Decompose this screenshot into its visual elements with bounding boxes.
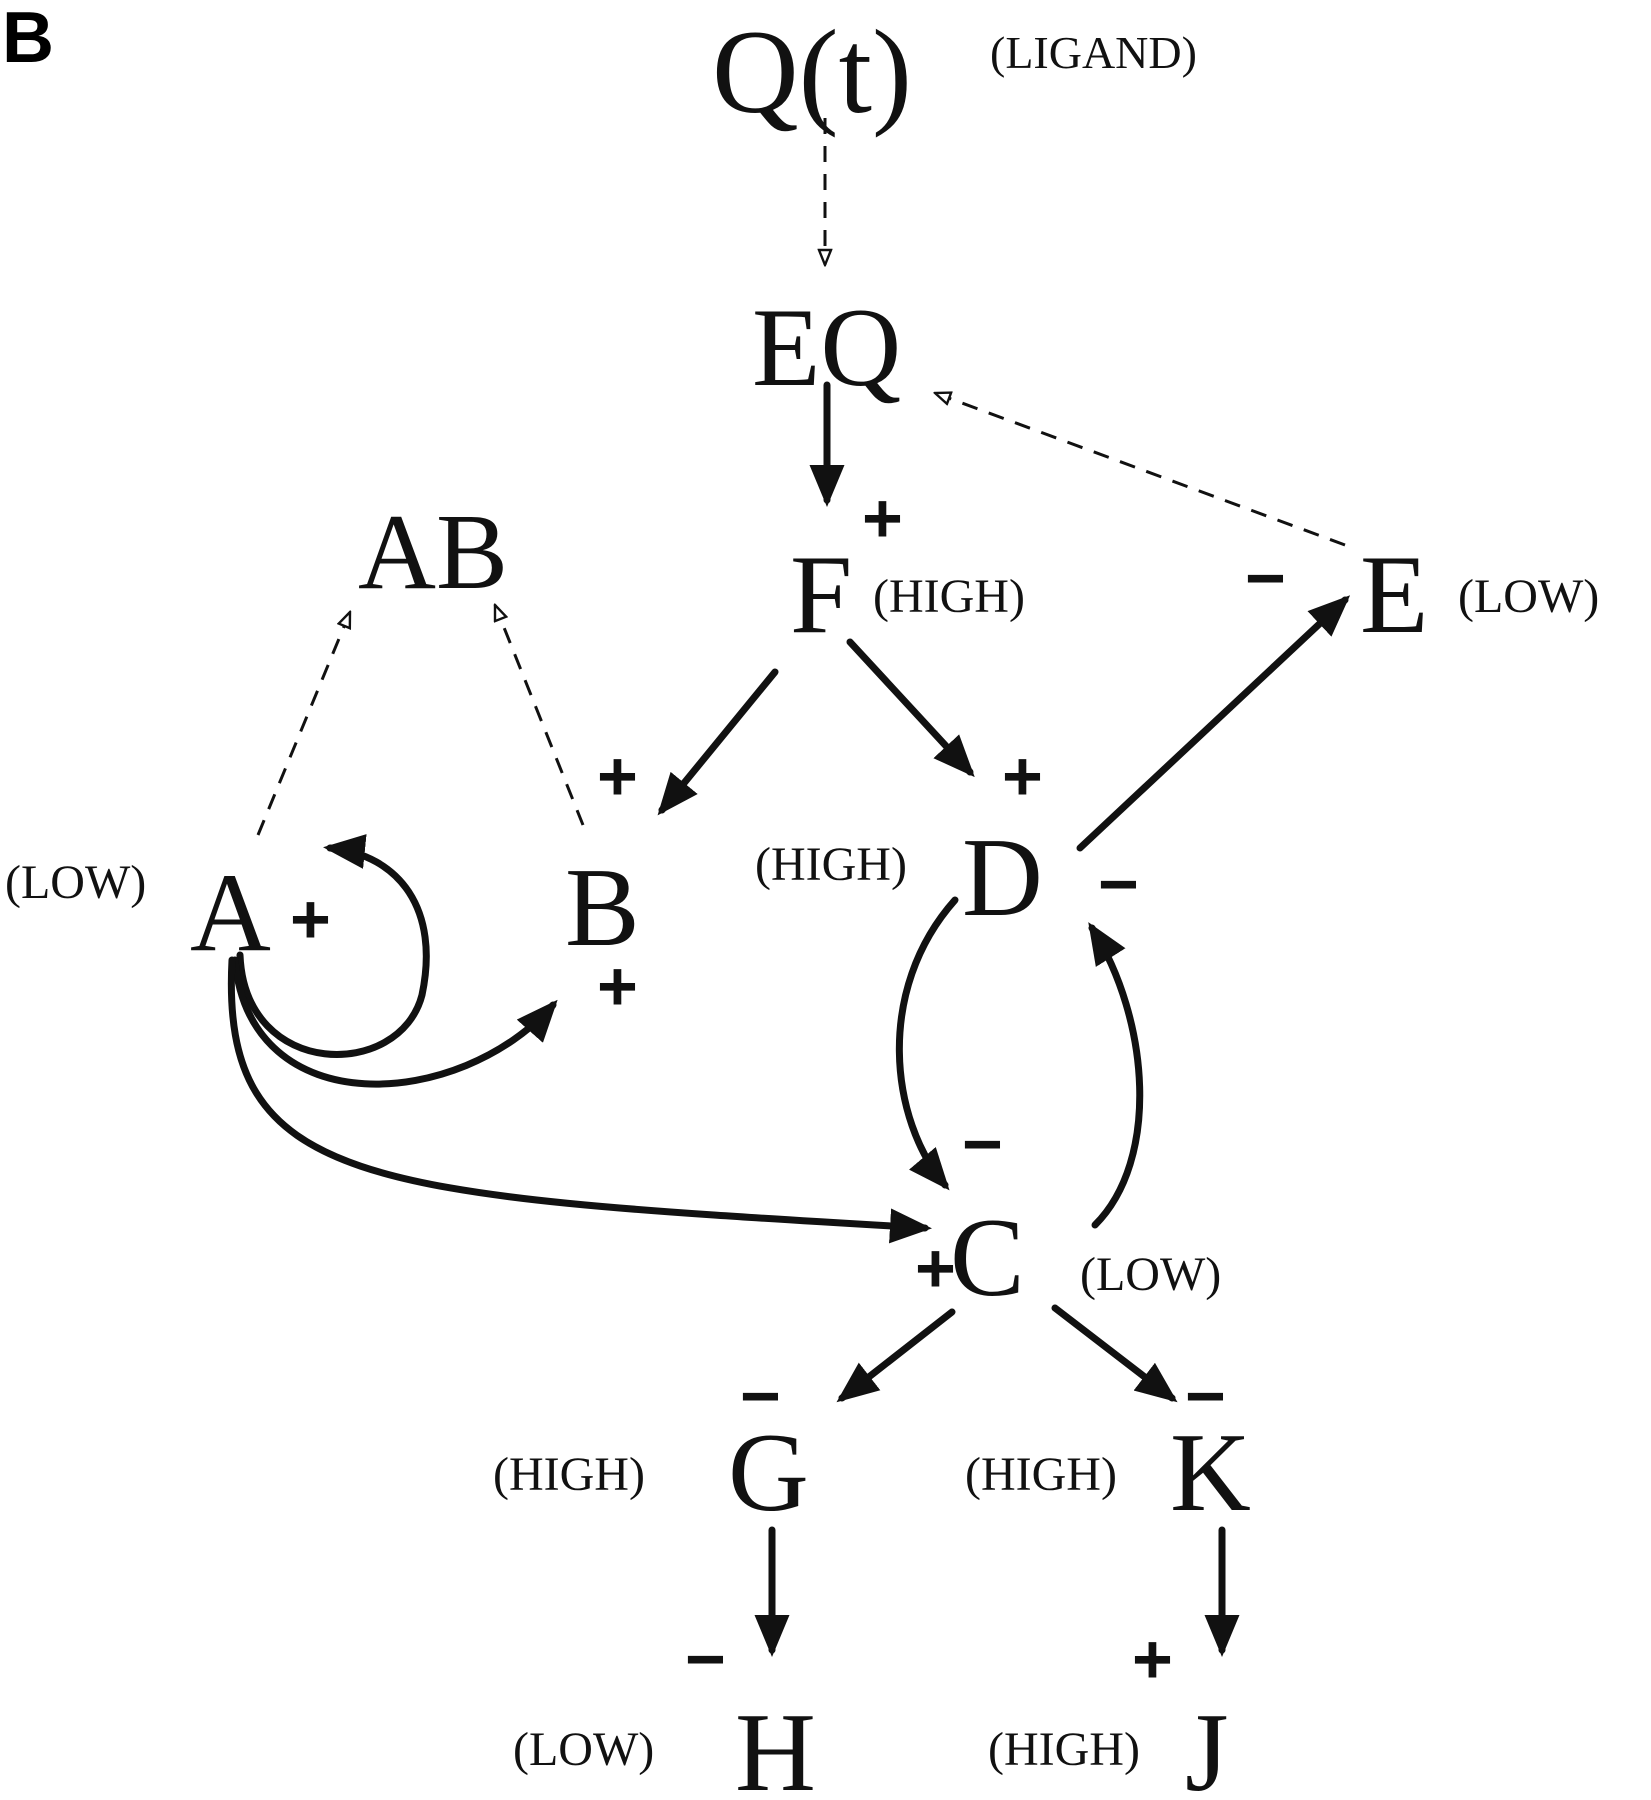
edge-f-to-b	[657, 668, 779, 816]
node-k-level: (HIGH)	[965, 1448, 1117, 1501]
node-q-label: Q(t)	[712, 5, 912, 138]
node-c-sign-left: +	[915, 1229, 956, 1307]
node-g-sign: −	[740, 1357, 781, 1435]
node-d-sign-top: +	[1002, 737, 1043, 815]
node-ab: AB	[358, 493, 508, 612]
node-c: − + C (LOW)	[915, 1105, 1221, 1320]
edges	[227, 118, 1351, 1657]
node-d-level: (HIGH)	[755, 838, 907, 891]
node-b-sign-bottom: +	[597, 947, 638, 1025]
edge-a-self-loop	[236, 834, 430, 1058]
node-e-sign: −	[1245, 539, 1286, 617]
edge-c-to-k	[1051, 1304, 1178, 1403]
node-k: (HIGH) − K	[965, 1357, 1251, 1535]
node-f-level: (HIGH)	[873, 570, 1025, 623]
edge-b-to-ab	[493, 605, 585, 826]
node-k-sign: −	[1185, 1357, 1226, 1435]
node-a-sign: +	[290, 880, 331, 958]
node-eq-label: EQ	[752, 286, 901, 410]
edge-a-to-c	[227, 956, 932, 1244]
node-e-label: E	[1360, 533, 1428, 657]
edge-c-to-g	[836, 1308, 956, 1403]
node-f-label: F	[790, 533, 852, 657]
edge-a-to-b	[231, 956, 558, 1088]
node-j-level: (HIGH)	[988, 1723, 1140, 1776]
node-e: − E (LOW)	[1245, 533, 1599, 657]
panel-label: B	[2, 0, 54, 78]
node-q-note: (LIGAND)	[990, 27, 1197, 78]
edge-d-to-c	[895, 896, 959, 1191]
node-c-sign-top: −	[962, 1105, 1003, 1183]
edge-d-to-e	[1076, 595, 1351, 852]
node-g: (HIGH) − G	[493, 1357, 809, 1535]
node-j-sign: +	[1132, 1620, 1173, 1698]
node-h-sign: −	[685, 1620, 726, 1698]
node-d-sign-right: −	[1098, 845, 1139, 923]
node-j: + (HIGH) J	[988, 1620, 1229, 1800]
node-g-level: (HIGH)	[493, 1448, 645, 1501]
edge-e-to-eq	[935, 393, 1346, 547]
node-a-level: (LOW)	[5, 856, 146, 909]
node-a: (LOW) A +	[5, 851, 331, 975]
node-g-label: G	[728, 1411, 809, 1535]
edge-c-to-d	[1088, 922, 1144, 1229]
node-ab-label: AB	[358, 493, 508, 612]
node-c-label: C	[950, 1196, 1025, 1320]
node-d-label: D	[962, 816, 1043, 940]
node-b-label: B	[565, 846, 640, 970]
node-c-level: (LOW)	[1080, 1248, 1221, 1301]
node-eq: EQ	[752, 286, 901, 410]
node-k-label: K	[1170, 1411, 1251, 1535]
edge-f-to-d	[846, 638, 975, 778]
node-q: Q(t) (LIGAND)	[712, 5, 1197, 138]
node-j-label: J	[1185, 1691, 1229, 1800]
node-f: F + (HIGH)	[790, 479, 1025, 657]
node-d: + (HIGH) D −	[755, 737, 1139, 940]
node-e-level: (LOW)	[1458, 570, 1599, 623]
node-h: − (LOW) H	[513, 1620, 816, 1800]
node-h-label: H	[735, 1691, 816, 1800]
node-a-label: A	[190, 851, 271, 975]
node-b: + B +	[565, 737, 640, 1025]
node-h-level: (LOW)	[513, 1723, 654, 1776]
node-f-sign: +	[862, 479, 903, 557]
edge-a-to-ab	[256, 612, 352, 836]
node-b-sign-top: +	[597, 737, 638, 815]
